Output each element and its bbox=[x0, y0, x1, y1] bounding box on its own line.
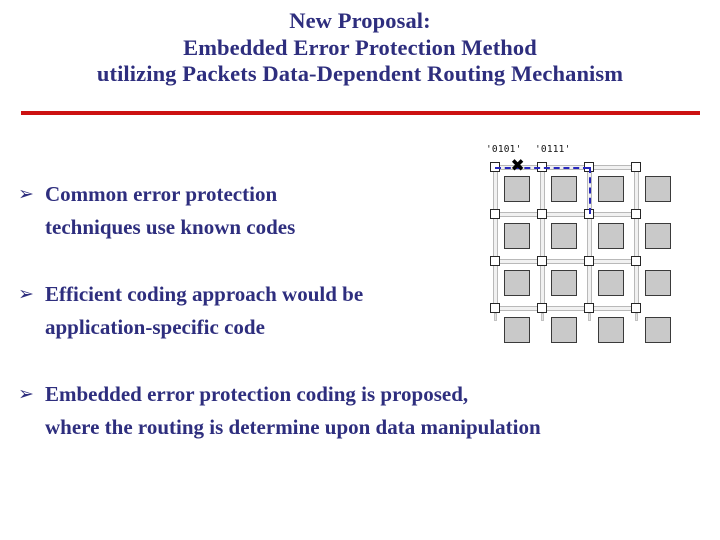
mesh-link-vertical bbox=[633, 167, 639, 214]
processing-tile bbox=[551, 317, 577, 343]
processing-tile bbox=[504, 176, 530, 202]
mesh-link-vertical bbox=[492, 214, 498, 261]
processing-tile bbox=[551, 176, 577, 202]
source-address-label: '0101' bbox=[486, 144, 522, 155]
noc-mesh-diagram: '0101' '0111' ✖ bbox=[483, 142, 688, 347]
mesh-link-horizontal bbox=[495, 258, 542, 264]
mesh-link-horizontal bbox=[495, 211, 542, 217]
mesh-link-vertical bbox=[539, 214, 545, 261]
processing-tile bbox=[598, 317, 624, 343]
processing-tile bbox=[504, 270, 530, 296]
processing-tile bbox=[598, 223, 624, 249]
title-line-3: utilizing Packets Data-Dependent Routing… bbox=[96, 61, 624, 86]
processing-tile bbox=[504, 223, 530, 249]
processing-tile bbox=[598, 176, 624, 202]
list-item: ➢ Efficient coding approach would be app… bbox=[18, 278, 718, 344]
title-underline-rule bbox=[21, 111, 700, 115]
mesh-router-node bbox=[490, 256, 500, 266]
mesh-link-horizontal bbox=[542, 258, 589, 264]
mesh-link-horizontal bbox=[589, 258, 636, 264]
title-line-2: Embedded Error Protection Method bbox=[183, 34, 537, 60]
mesh-router-node bbox=[537, 256, 547, 266]
mesh-link-vertical bbox=[539, 261, 545, 308]
mesh-link-vertical bbox=[633, 261, 639, 308]
slide-title: New Proposal: Embedded Error Protection … bbox=[0, 8, 720, 88]
list-item: ➢ Embedded error protection coding is pr… bbox=[18, 378, 718, 444]
bullet-text: Embedded error protection coding is prop… bbox=[45, 378, 718, 444]
processing-tile bbox=[551, 223, 577, 249]
routing-path-segment bbox=[495, 167, 589, 169]
bullet-line: application-specific code bbox=[45, 315, 265, 339]
processing-tile bbox=[551, 270, 577, 296]
routing-path-segment bbox=[589, 167, 591, 214]
mesh-link-vertical bbox=[586, 214, 592, 261]
bullet-text: Efficient coding approach would be appli… bbox=[45, 278, 718, 344]
mesh-router-node bbox=[490, 303, 500, 313]
title-line-1: New Proposal: bbox=[289, 8, 431, 33]
mesh-router-node bbox=[584, 256, 594, 266]
mesh-link-vertical bbox=[492, 261, 498, 308]
bullet-line: Efficient coding approach would be bbox=[45, 282, 364, 306]
mesh-router-node bbox=[584, 303, 594, 313]
mesh-link-horizontal bbox=[542, 305, 589, 311]
mesh-link-horizontal bbox=[542, 211, 589, 217]
bullet-text: Common error protection techniques use k… bbox=[45, 178, 718, 244]
mesh-link-vertical bbox=[633, 214, 639, 261]
bullet-line: where the routing is determine upon data… bbox=[45, 415, 541, 439]
mesh-router-node bbox=[490, 209, 500, 219]
processing-tile bbox=[598, 270, 624, 296]
destination-address-label: '0111' bbox=[535, 144, 571, 155]
bullet-line: Common error protection bbox=[45, 182, 278, 206]
processing-tile bbox=[645, 317, 671, 343]
mesh-link-vertical bbox=[492, 167, 498, 214]
mesh-link-horizontal bbox=[589, 305, 636, 311]
processing-tile bbox=[504, 317, 530, 343]
list-item: ➢ Common error protection techniques use… bbox=[18, 178, 718, 244]
bullet-list: ➢ Common error protection techniques use… bbox=[18, 178, 718, 444]
mesh-router-node bbox=[631, 303, 641, 313]
mesh-router-node bbox=[537, 209, 547, 219]
router-local-port-stub bbox=[540, 313, 544, 321]
bullet-line: techniques use known codes bbox=[45, 215, 296, 239]
mesh-link-vertical bbox=[586, 261, 592, 308]
mesh-link-horizontal bbox=[589, 164, 636, 170]
processing-tile bbox=[645, 223, 671, 249]
mesh-router-node bbox=[631, 162, 641, 172]
processing-tile bbox=[645, 270, 671, 296]
router-local-port-stub bbox=[634, 313, 638, 321]
router-local-port-stub bbox=[587, 313, 591, 321]
arrowhead-bullet-icon: ➢ bbox=[18, 383, 34, 405]
arrowhead-bullet-icon: ➢ bbox=[18, 183, 34, 205]
bullet-line: Embedded error protection coding is prop… bbox=[45, 382, 469, 406]
router-local-port-stub bbox=[493, 313, 497, 321]
mesh-router-node bbox=[631, 209, 641, 219]
mesh-router-node bbox=[631, 256, 641, 266]
mesh-link-horizontal bbox=[495, 305, 542, 311]
mesh-link-vertical bbox=[539, 167, 545, 214]
arrowhead-bullet-icon: ➢ bbox=[18, 283, 34, 305]
blocked-link-x-icon: ✖ bbox=[510, 156, 525, 176]
processing-tile bbox=[645, 176, 671, 202]
mesh-link-horizontal bbox=[589, 211, 636, 217]
mesh-router-node bbox=[537, 303, 547, 313]
